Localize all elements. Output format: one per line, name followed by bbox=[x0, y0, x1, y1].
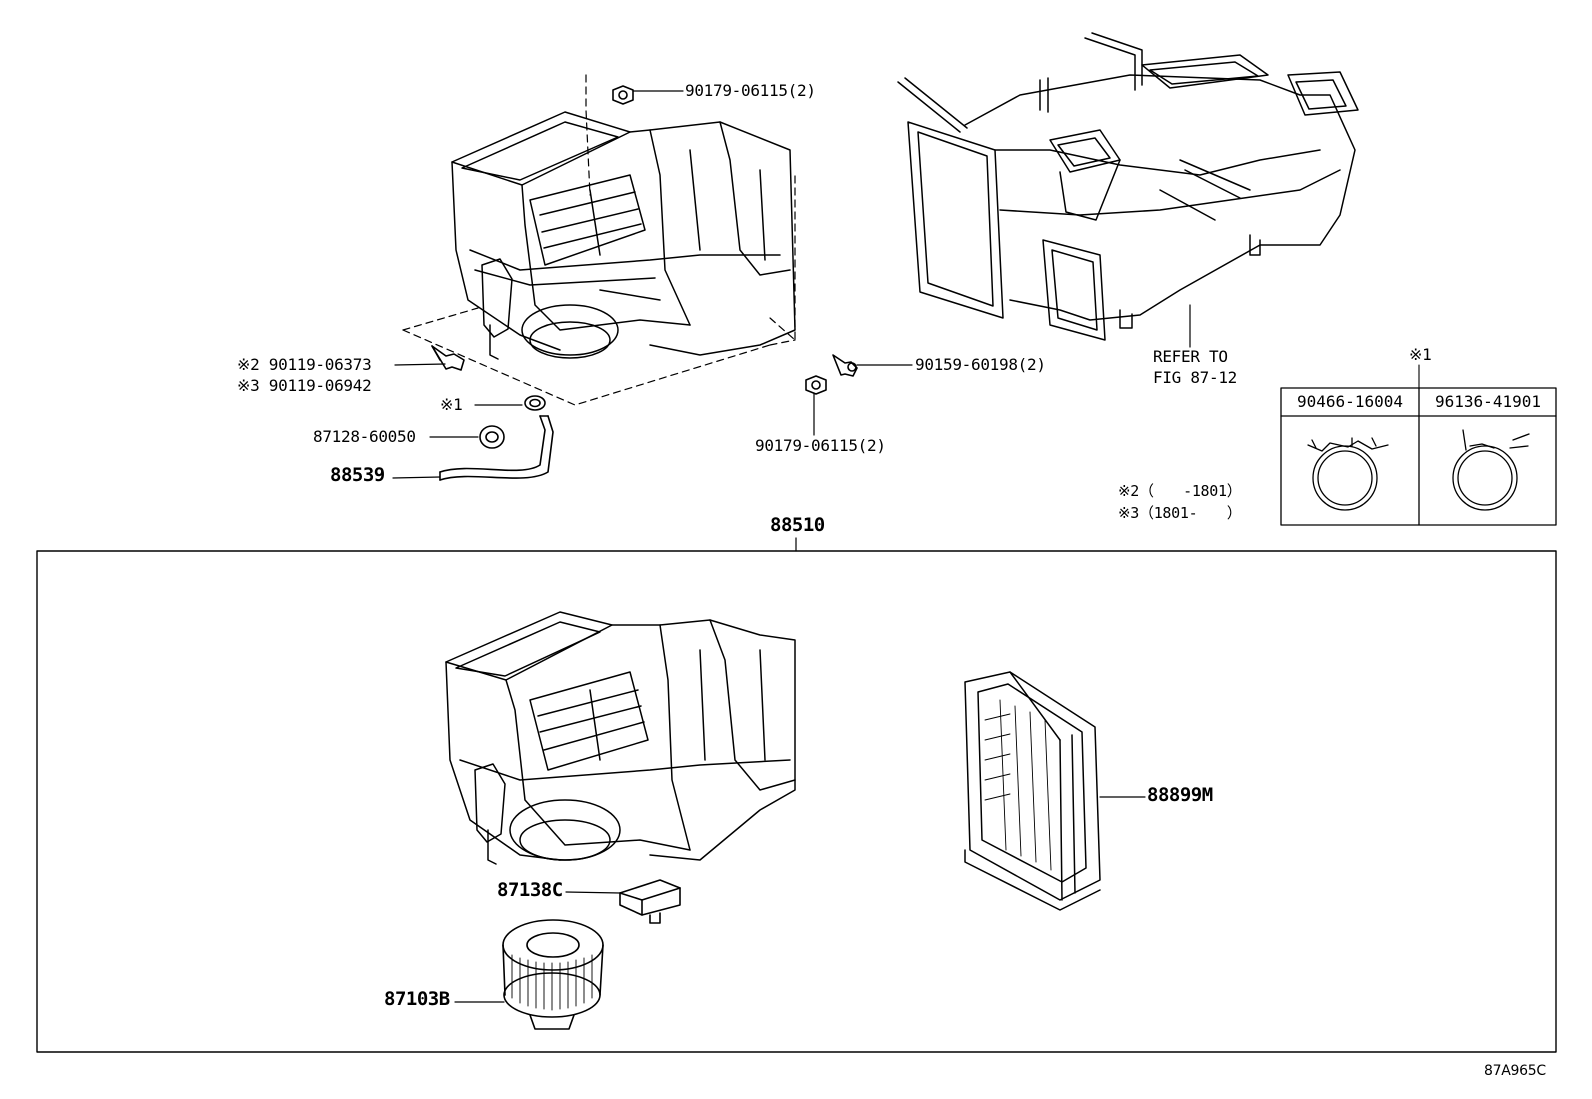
callout-90179-top: 90179-06115(2) bbox=[685, 81, 816, 100]
clip-table bbox=[1280, 364, 1557, 526]
callout-90119-06942: ※3 90119-06942 bbox=[237, 376, 372, 395]
clip-90466-drawing bbox=[1307, 437, 1389, 511]
figure-id: 87A965C bbox=[1484, 1063, 1546, 1079]
refer-line-2: FIG 87-12 bbox=[1153, 368, 1237, 387]
clip-96136-drawing bbox=[1452, 429, 1530, 511]
resistor-87138C bbox=[619, 879, 681, 924]
assembly-label-88510: 88510 bbox=[770, 514, 825, 536]
clip-table-col2: 96136-41901 bbox=[1435, 392, 1541, 411]
heater-unit-assembly bbox=[445, 611, 796, 865]
callout-87128: 87128-60050 bbox=[313, 427, 416, 446]
callout-88899M: 88899M bbox=[1147, 784, 1213, 806]
assembly-88510-frame bbox=[36, 550, 1557, 1053]
note-3: ※3（1801- ） bbox=[1118, 504, 1242, 522]
callout-87138C: 87138C bbox=[497, 879, 563, 901]
clip-table-marker: ※1 bbox=[1409, 345, 1432, 364]
nut-90179-top bbox=[612, 85, 634, 105]
callout-clip-ref: ※1 bbox=[440, 395, 463, 414]
evaporator-88899M bbox=[964, 671, 1101, 911]
callout-90179-bottom: 90179-06115(2) bbox=[755, 436, 886, 455]
nut-90179-bottom bbox=[805, 375, 827, 395]
blower-motor-87103B bbox=[502, 919, 604, 1030]
clip-part bbox=[524, 395, 546, 411]
drain-hose-88539 bbox=[439, 415, 554, 481]
heater-unit-top bbox=[402, 74, 796, 406]
note-2: ※2（ -1801） bbox=[1118, 482, 1242, 500]
callout-90159: 90159-60198(2) bbox=[915, 355, 1046, 374]
callout-88539: 88539 bbox=[330, 464, 385, 486]
bolt-90159 bbox=[832, 354, 858, 377]
refer-line-1: REFER TO bbox=[1153, 347, 1228, 366]
callout-87103B: 87103B bbox=[384, 988, 450, 1010]
evaporator-unit-top bbox=[897, 32, 1359, 341]
grommet-87128 bbox=[479, 425, 505, 449]
callout-90119-06373: ※2 90119-06373 bbox=[237, 355, 372, 374]
clip-table-col1: 90466-16004 bbox=[1297, 392, 1403, 411]
bolt-90119 bbox=[431, 345, 465, 371]
